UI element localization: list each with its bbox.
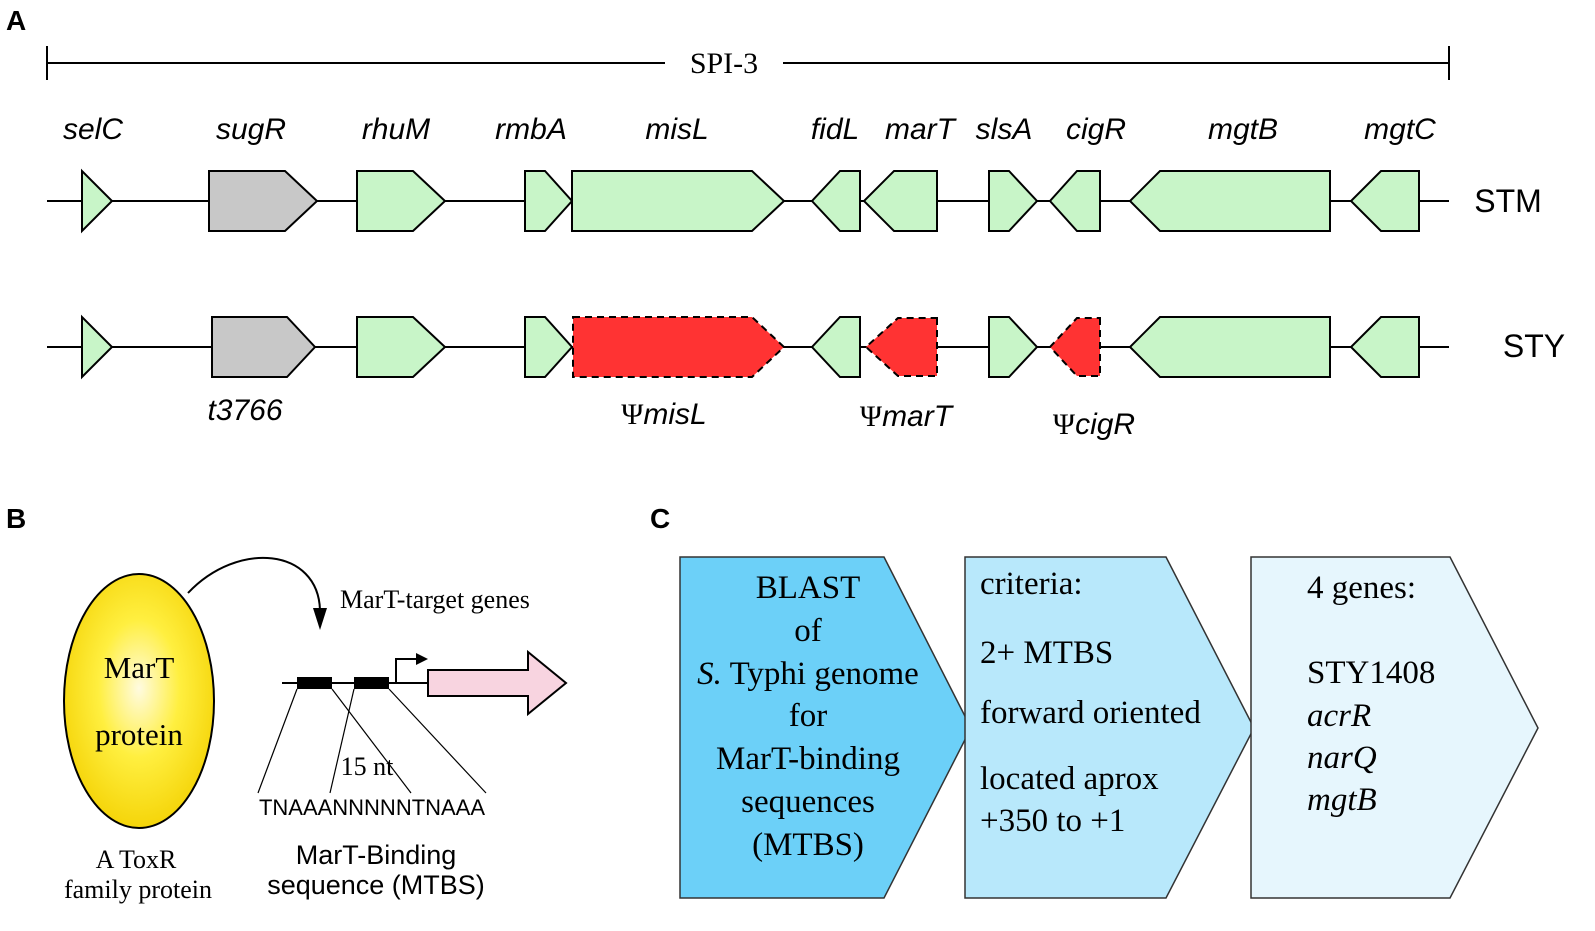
gene-mgtC-sty — [1349, 316, 1420, 378]
panel-b-label: B — [6, 503, 26, 534]
workflow-box-criteria — [964, 556, 1255, 899]
gene-name-mgtB: mgtB — [1208, 113, 1278, 146]
gene-rmbA-sty — [524, 316, 574, 378]
criteria-line-2: 2+ MTBS — [980, 635, 1113, 671]
gene-rhuM — [356, 170, 447, 232]
spacing-label: 15 nt — [341, 752, 395, 781]
mart-protein — [63, 573, 215, 829]
mtbs-label-line2: sequence (MTBS) — [267, 870, 485, 900]
mtbs-label-line1: MarT-Binding — [296, 840, 457, 870]
strain-label-stm: STM — [1474, 183, 1542, 219]
binding-arrow — [187, 556, 321, 611]
gene-name-rmbA: rmbA — [495, 113, 567, 146]
criteria-line-5: +350 to +1 — [980, 803, 1125, 839]
gene-name-misL: misL — [645, 113, 708, 146]
blast-line-2: of — [794, 613, 822, 649]
gene-name-sugR: sugR — [216, 113, 286, 146]
gene-fidL-sty — [810, 316, 861, 378]
blast-line-4: for — [789, 698, 827, 734]
panel-a-label: A — [6, 5, 26, 36]
gene-name-marT: marT — [885, 113, 958, 146]
protein-label-line1: MarT — [104, 650, 175, 685]
criteria-line-3: forward oriented — [980, 695, 1201, 731]
genes-line-4: narQ — [1307, 740, 1377, 776]
label-psi-marT: ΨmarT — [860, 400, 955, 433]
spi3-scale-bar: SPI-3 — [46, 46, 1450, 80]
criteria-line-4: located aprox — [980, 761, 1159, 797]
binding-site-1 — [297, 677, 332, 689]
blast-box-text: BLAST of S. Typhi genome for MarT-bindin… — [697, 570, 919, 863]
genes-box-text: 4 genes: STY1408 acrR narQ mgtB — [1307, 570, 1435, 818]
gene-name-cigR: cigR — [1066, 113, 1126, 146]
gene-mgtB-sty — [1128, 316, 1331, 378]
genes-line-5: mgtB — [1307, 782, 1377, 818]
target-gene-arrow — [427, 649, 568, 717]
strain-label-sty: STY — [1503, 328, 1565, 364]
criteria-box-text: criteria: 2+ MTBS forward oriented locat… — [980, 566, 1201, 839]
gene-slsA — [988, 170, 1039, 232]
promoter-arrowhead — [416, 653, 428, 665]
gene-name-mgtC: mgtC — [1364, 113, 1436, 146]
stm-track — [47, 168, 1449, 234]
protein-caption-line1: A ToxR — [96, 845, 177, 874]
workflow-box-genes — [1250, 556, 1539, 899]
mtbs-sequence: TNAAANNNNNTNAAA — [259, 795, 485, 820]
blast-line-3: S. Typhi genome — [697, 656, 919, 692]
sty-track — [47, 314, 1449, 380]
binding-arrowhead — [313, 608, 327, 630]
gene-t3766 — [211, 316, 317, 378]
gene-selC — [81, 168, 114, 234]
gene-rmbA — [524, 170, 574, 232]
binding-site-2 — [354, 677, 389, 689]
criteria-line-1: criteria: — [980, 566, 1083, 602]
gene-name-fidL: fidL — [811, 113, 859, 146]
pseudogene-marT — [864, 317, 938, 377]
gene-name-slsA: slsA — [976, 113, 1033, 146]
gene-slsA-sty — [988, 316, 1039, 378]
blast-line-5: MarT-binding — [716, 741, 900, 777]
promoter-arrow — [395, 658, 418, 683]
gene-selC-sty — [81, 314, 114, 380]
workflow-box-blast — [679, 556, 972, 899]
gene-name-selC: selC — [63, 113, 123, 146]
gene-mgtC — [1349, 170, 1420, 232]
pseudogene-misL — [572, 316, 786, 378]
gene-cigR — [1048, 170, 1101, 232]
gene-sugR — [208, 170, 319, 232]
blast-line-1: BLAST — [756, 570, 861, 606]
protein-label-line2: protein — [95, 717, 183, 752]
gene-marT — [862, 170, 938, 232]
gene-rhuM-sty — [356, 316, 447, 378]
pseudogene-cigR — [1048, 317, 1101, 377]
label-psi-cigR: ΨcigR — [1053, 408, 1135, 441]
label-t3766: t3766 — [207, 394, 282, 427]
gene-mgtB — [1128, 170, 1331, 232]
gene-misL — [571, 170, 786, 232]
genes-line-2: STY1408 — [1307, 655, 1435, 691]
label-psi-misL: ΨmisL — [621, 398, 706, 431]
blast-line-7: (MTBS) — [752, 827, 864, 863]
zoom-lines — [257, 688, 487, 794]
gene-name-row: selC sugR rhuM rmbA misL fidL marT slsA … — [63, 113, 1436, 146]
genes-line-1: 4 genes: — [1307, 570, 1416, 606]
blast-line-6: sequences — [741, 784, 875, 820]
gene-name-rhuM: rhuM — [362, 113, 430, 146]
panel-c-label: C — [650, 503, 670, 534]
target-genes-label: MarT-target genes — [340, 585, 530, 614]
spi3-label: SPI-3 — [690, 47, 758, 80]
gene-fidL — [810, 170, 861, 232]
protein-caption-line2: family protein — [64, 875, 212, 904]
genes-line-3: acrR — [1307, 698, 1371, 734]
